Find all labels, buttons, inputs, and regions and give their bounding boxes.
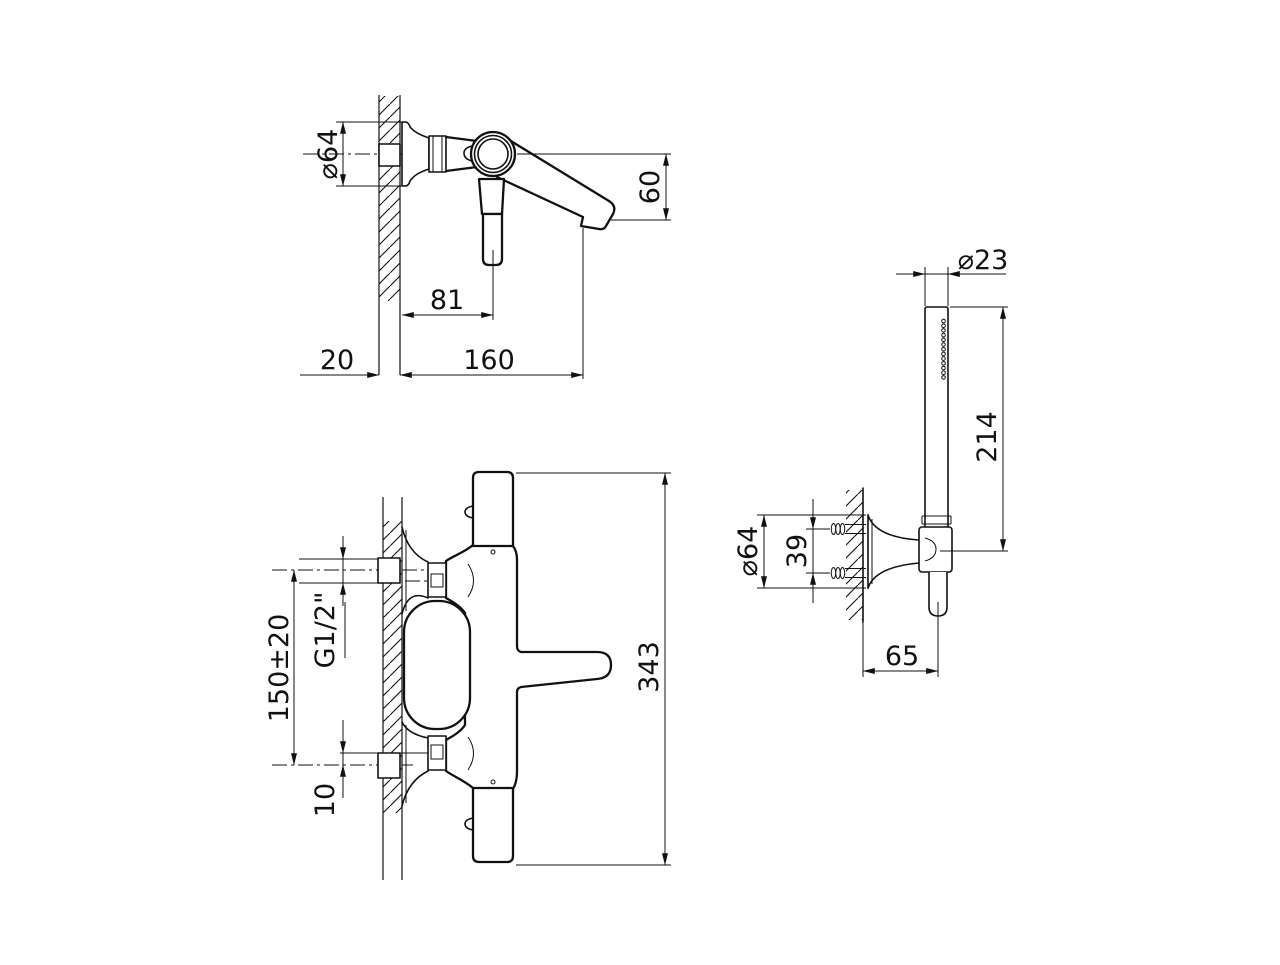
diverter-pull	[481, 212, 504, 267]
view-handshower: ⌀23 214 ⌀64 39 65	[733, 245, 1008, 677]
dim-holder-escutcheon-diameter: ⌀64	[733, 526, 764, 577]
bottom-bell	[401, 721, 429, 739]
safety-button-bottom	[464, 817, 474, 831]
dim-holder-projection: 65	[885, 641, 919, 672]
dim-diverter-offset: 81	[430, 285, 464, 316]
dim-body-length: 343	[634, 641, 665, 693]
holder-clamp	[924, 537, 937, 562]
handle-knob-mid	[473, 134, 513, 174]
dim-spout-reach: 160	[463, 345, 515, 376]
dim-eccentric-offset: 10	[310, 783, 341, 817]
spout	[495, 136, 616, 231]
view-mixer-plan: 150±20 G1/2" 10 343	[264, 470, 671, 880]
dim-wand-diameter: ⌀23	[958, 245, 1009, 276]
safety-button-top	[464, 505, 474, 519]
collar	[428, 135, 447, 173]
bottom-nut	[377, 752, 401, 779]
wall-union-nut	[378, 143, 401, 167]
top-union	[427, 562, 447, 598]
holder-bell	[867, 514, 920, 541]
dim-screw-spacing: 39	[782, 534, 813, 568]
dim-center-distance: 150±20	[264, 614, 295, 723]
mixer-body	[444, 470, 613, 864]
diverter-base	[477, 177, 506, 216]
wand-collar	[921, 515, 952, 525]
dims-spout: ⌀64 60 81 20 160	[300, 121, 671, 379]
wall-hatch	[379, 96, 400, 301]
escutcheon-bell	[401, 121, 430, 187]
dim-wall-thickness: 20	[320, 345, 354, 376]
handle-clip	[463, 145, 473, 162]
dim-thread: G1/2"	[310, 592, 341, 669]
nozzle-dots	[941, 318, 946, 380]
bottom-escutcheon-edge	[467, 736, 474, 771]
wall-hatch	[383, 521, 402, 813]
shower-wand	[924, 306, 949, 529]
top-bell	[401, 526, 429, 563]
mixer-barrel	[402, 599, 472, 731]
fixing-screws	[830, 523, 866, 579]
top-nut	[377, 557, 401, 584]
dim-outlet-height: 60	[635, 170, 666, 204]
dim-wand-length: 214	[972, 411, 1003, 463]
spout-fill	[497, 138, 615, 230]
dims-mixer: 150±20 G1/2" 10 343	[264, 472, 671, 866]
dims-shower: ⌀23 214 ⌀64 39 65	[733, 245, 1008, 677]
dim-escutcheon-diameter: ⌀64	[313, 129, 344, 180]
handle-knob-inner	[477, 138, 509, 170]
top-escutcheon-edge	[467, 563, 474, 598]
wall-hatch	[846, 490, 863, 620]
view-spout-side: ⌀64 60 81 20 160	[300, 95, 671, 379]
